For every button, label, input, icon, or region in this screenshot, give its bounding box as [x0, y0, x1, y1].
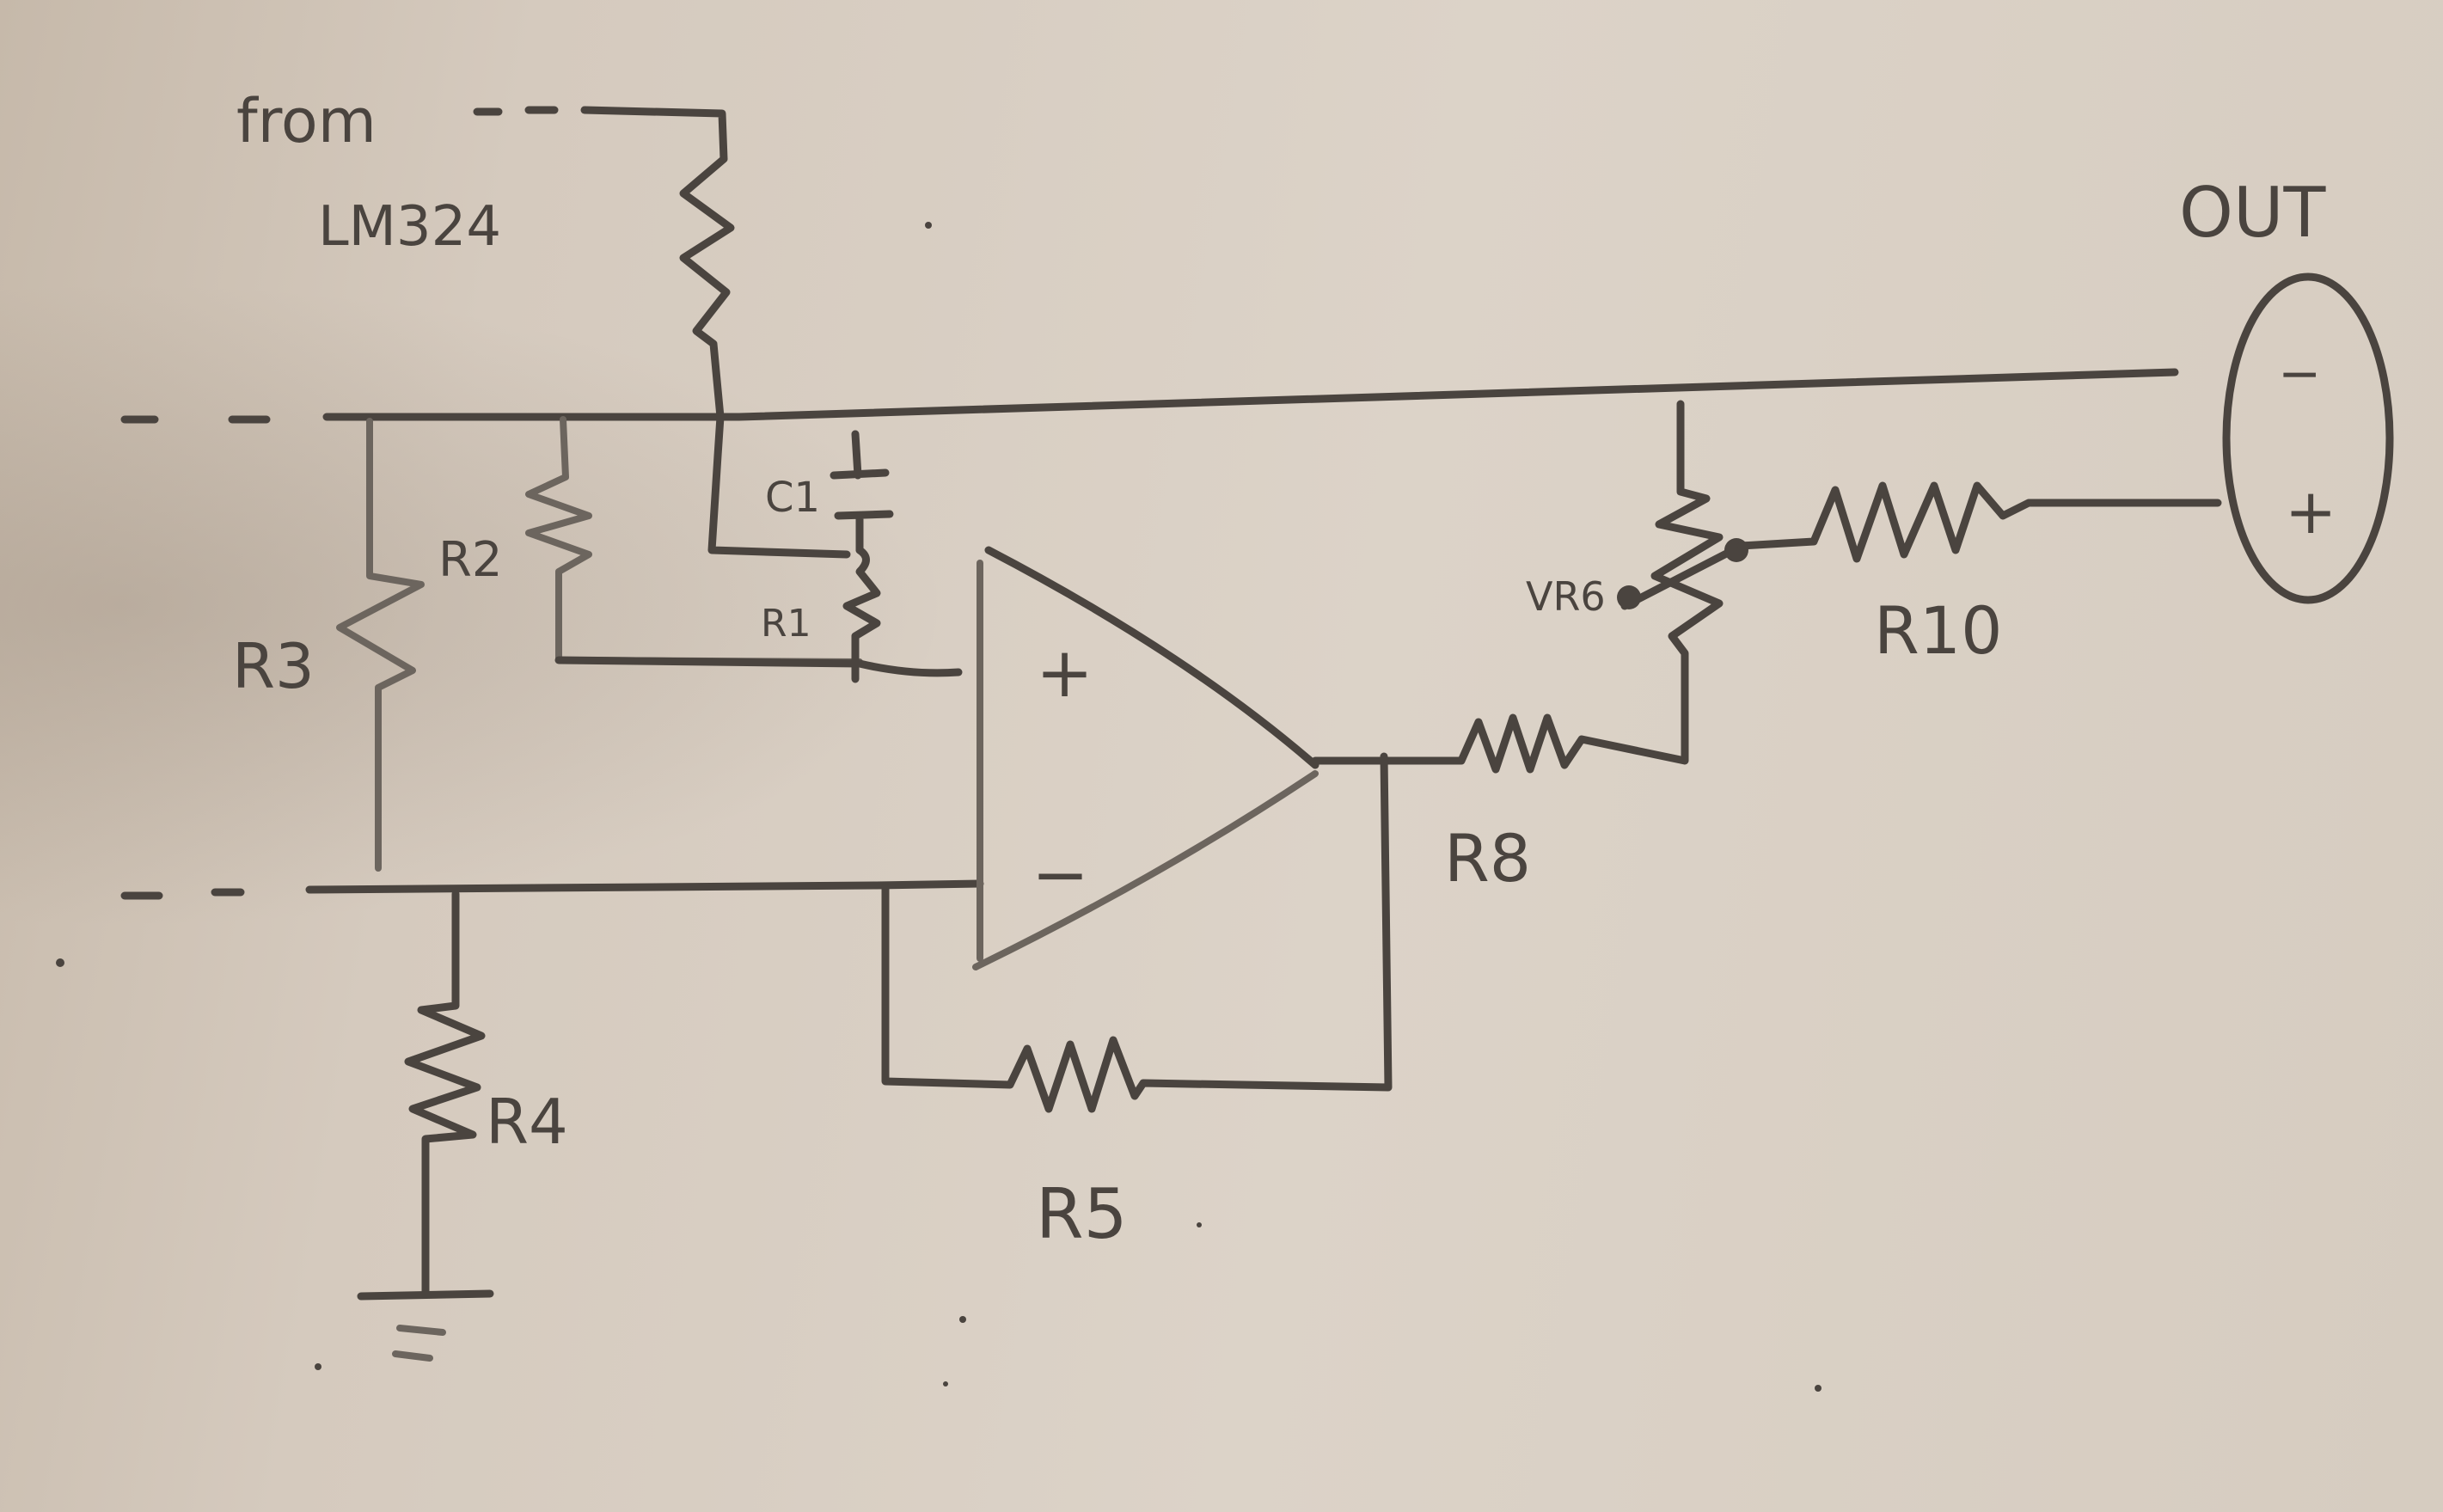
top-rail-wire: [322, 368, 2179, 421]
input-resistor: [580, 106, 851, 559]
output-connector: [2222, 272, 2394, 604]
resistor-R5: [881, 752, 1393, 1113]
resistor-R4: [404, 890, 486, 1298]
resistor-R1: [842, 546, 881, 683]
resistor-R2: [525, 416, 863, 665]
bottom-rail-dashes: [120, 888, 245, 900]
noninverting-input-wire: [554, 656, 963, 677]
wiper-node: [1617, 585, 1641, 609]
source-dashes: [473, 106, 559, 116]
resistor-R10: [1736, 481, 2222, 563]
label-R3: R3: [232, 630, 315, 702]
stray-dots: [56, 222, 1822, 1392]
potentiometer-wiper: [1620, 544, 1741, 610]
opamp-U1: [972, 546, 1319, 970]
potentiometer-VR6: [1650, 400, 1724, 692]
label-VR6: VR6: [1526, 573, 1606, 620]
source-label-lm324: LM324: [318, 195, 501, 259]
ground-icon: [357, 1289, 494, 1362]
label-R5: R5: [1036, 1174, 1127, 1254]
label-R8: R8: [1444, 820, 1531, 897]
output-negative-sign: −: [2278, 344, 2321, 404]
resistor-R8: [1311, 683, 1689, 774]
output-label: OUT: [2179, 173, 2327, 253]
resistor-R3: [336, 418, 425, 872]
inverting-input-sign: −: [1032, 835, 1089, 915]
wiper-junction: [1724, 538, 1748, 562]
inverting-input-wire: [305, 879, 984, 894]
label-R4: R4: [486, 1086, 568, 1158]
label-C1: C1: [765, 474, 820, 522]
label-R10: R10: [1874, 592, 2003, 669]
capacitor-C1: [830, 430, 894, 554]
source-label-from: from: [236, 86, 377, 156]
output-positive-sign: +: [2285, 475, 2336, 548]
label-R2: R2: [438, 532, 503, 588]
label-R1: R1: [761, 602, 811, 646]
noninverting-input-sign: +: [1036, 633, 1093, 713]
